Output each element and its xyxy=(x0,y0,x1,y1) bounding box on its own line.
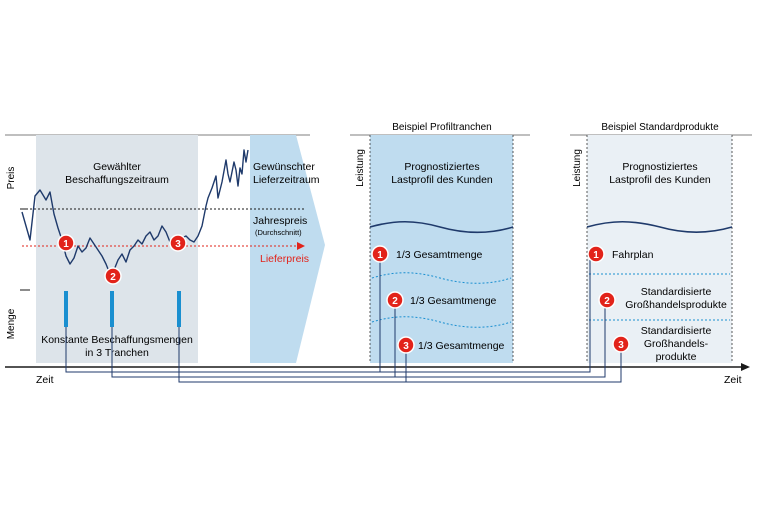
profile-title-line1: Prognostiziertes xyxy=(404,161,479,173)
standard-title-line2: Lastprofil des Kunden xyxy=(609,174,711,186)
marker-2-procurement: 2 xyxy=(104,267,122,285)
wholesale-products-2-line3: produkte xyxy=(656,351,697,363)
average-label: (Durchschnitt) xyxy=(255,228,302,237)
connector-1-b xyxy=(380,260,591,373)
profile-title-line2: Lastprofil des Kunden xyxy=(391,174,493,186)
wholesale-products-1-line1: Standardisierte xyxy=(641,286,712,298)
tranche-bar-3 xyxy=(177,291,181,327)
delivery-period-panel xyxy=(250,135,296,363)
standard-products-panel xyxy=(587,135,732,363)
connector-1-a xyxy=(65,260,381,373)
power-axis-label-1: Leistung xyxy=(355,149,366,187)
tranche-2-label: 1/3 Gesamtmenge xyxy=(410,295,497,307)
time-label-right: Zeit xyxy=(724,374,742,386)
connector-3-b xyxy=(406,350,622,383)
svg-text:3: 3 xyxy=(403,341,409,352)
procurement-title-line2: Beschaffungszeitraum xyxy=(65,174,169,186)
constant-quantities-line2: in 3 Tranchen xyxy=(85,347,149,359)
quantity-axis-label: Menge xyxy=(6,308,17,339)
marker-1-standard: 1 xyxy=(587,245,605,263)
standard-products-header: Beispiel Standardprodukte xyxy=(601,122,719,133)
marker-2-standard: 2 xyxy=(598,291,616,309)
profile-tranches-panel xyxy=(370,135,513,363)
marker-3-procurement: 3 xyxy=(169,234,187,252)
svg-text:1: 1 xyxy=(593,250,599,261)
delivery-title-line2: Lieferzeitraum xyxy=(253,174,320,186)
schedule-label: Fahrplan xyxy=(612,249,654,261)
connector-lines xyxy=(65,260,622,383)
svg-text:1: 1 xyxy=(377,250,383,261)
profile-wave-top xyxy=(369,221,514,233)
wholesale-products-2-line1: Standardisierte xyxy=(641,325,712,337)
tranche-bar-2 xyxy=(110,291,114,327)
marker-1-profile: 1 xyxy=(371,245,389,263)
standard-title-line1: Prognostiziertes xyxy=(622,161,697,173)
procurement-title-line1: Gewählter xyxy=(93,161,141,173)
delivery-title-line1: Gewünschter xyxy=(253,161,315,173)
connector-3-a xyxy=(178,327,407,383)
constant-quantities-line1: Konstante Beschaffungsmengen xyxy=(41,334,193,346)
tranche-bar-1 xyxy=(64,291,68,327)
standard-wave-top xyxy=(586,221,733,233)
time-axis-arrowhead xyxy=(741,363,750,371)
profile-wave-mid1 xyxy=(371,272,512,284)
svg-text:1: 1 xyxy=(63,239,69,250)
delivery-price-arrowhead xyxy=(297,242,305,250)
connector-2-a xyxy=(111,306,396,378)
marker-3-standard: 3 xyxy=(612,335,630,353)
svg-text:2: 2 xyxy=(392,296,398,307)
svg-text:2: 2 xyxy=(110,272,116,283)
wholesale-products-2-line2: Großhandels- xyxy=(644,338,709,350)
connector-2-b xyxy=(395,306,606,378)
price-axis-label: Preis xyxy=(6,167,17,190)
marker-1-procurement: 1 xyxy=(57,234,75,252)
wholesale-products-1-line2: Großhandelsprodukte xyxy=(625,299,727,311)
profile-upper-area xyxy=(370,135,513,227)
svg-text:3: 3 xyxy=(618,340,624,351)
power-axis-label-2: Leistung xyxy=(572,149,583,187)
marker-3-profile: 3 xyxy=(397,336,415,354)
annual-price-label: Jahrespreis xyxy=(253,215,307,227)
profile-wave-mid2 xyxy=(371,316,512,328)
profile-tranches-header: Beispiel Profiltranchen xyxy=(392,122,492,133)
time-label-left: Zeit xyxy=(36,374,54,386)
tranche-3-label: 1/3 Gesamtmenge xyxy=(418,340,505,352)
tranche-1-label: 1/3 Gesamtmenge xyxy=(396,249,483,261)
price-curve xyxy=(21,149,249,275)
marker-2-profile: 2 xyxy=(386,291,404,309)
delivery-price-label: Lieferpreis xyxy=(260,253,309,265)
delivery-arrow-shape xyxy=(296,135,325,363)
svg-text:2: 2 xyxy=(604,296,610,307)
svg-text:3: 3 xyxy=(175,239,181,250)
